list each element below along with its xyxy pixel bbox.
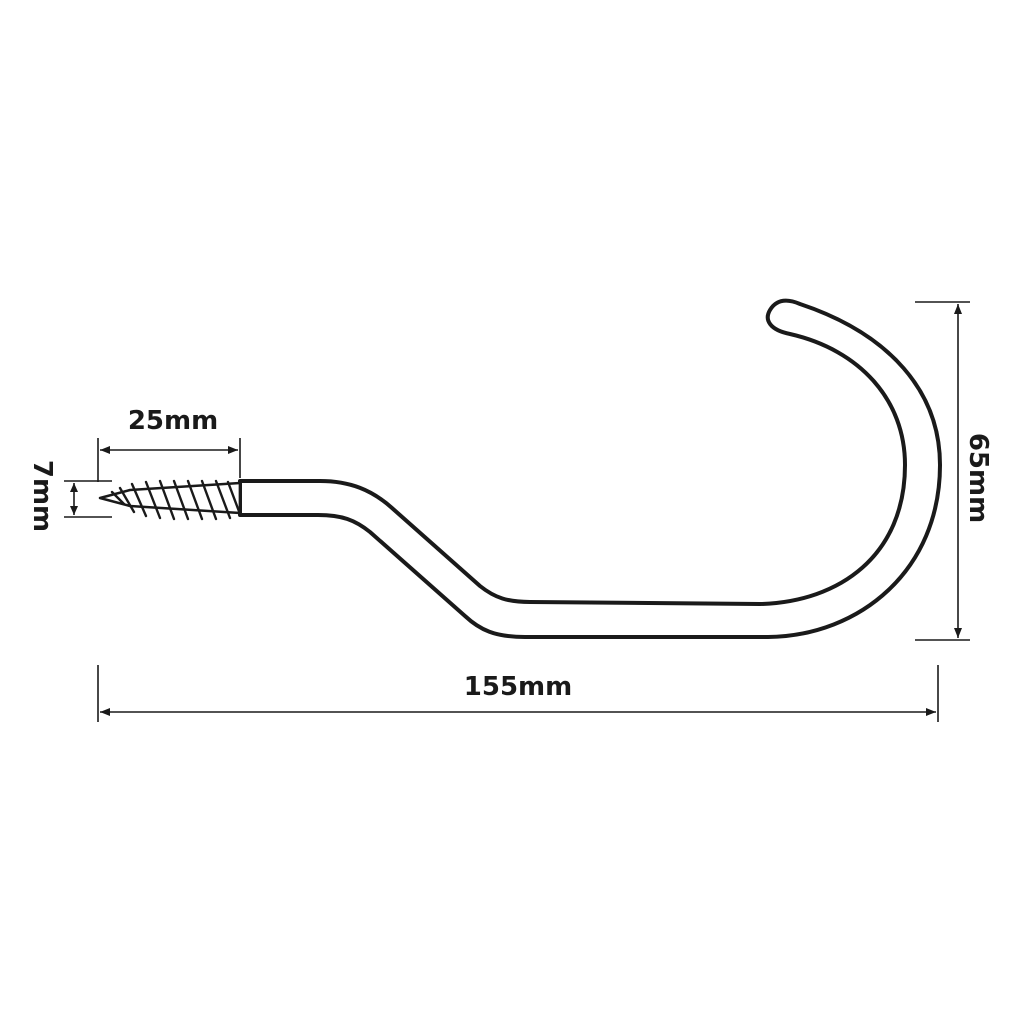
dim-thread-length: 25mm (97, 406, 241, 482)
arrow-right-icon (228, 446, 238, 454)
screw-thread (98, 479, 242, 521)
arrow-down-icon (70, 506, 78, 515)
dim-total-length: 155mm (97, 665, 939, 722)
arrow-right-icon (926, 708, 936, 716)
arrow-up-icon (70, 483, 78, 492)
arrow-up-icon (954, 304, 962, 314)
dim-thread-diameter: 7mm (27, 460, 112, 532)
thread-ridges (110, 479, 242, 521)
arrow-down-icon (954, 628, 962, 638)
dim-hook-height: 65mm (915, 301, 993, 641)
hook-outline (238, 298, 942, 639)
total-length-label: 155mm (464, 672, 572, 702)
arrow-left-icon (100, 708, 110, 716)
thread-diameter-label: 7mm (27, 460, 57, 532)
thread-length-label: 25mm (128, 406, 218, 436)
arrow-left-icon (100, 446, 110, 454)
hook-body (238, 298, 942, 639)
hook-height-label: 65mm (963, 433, 993, 523)
